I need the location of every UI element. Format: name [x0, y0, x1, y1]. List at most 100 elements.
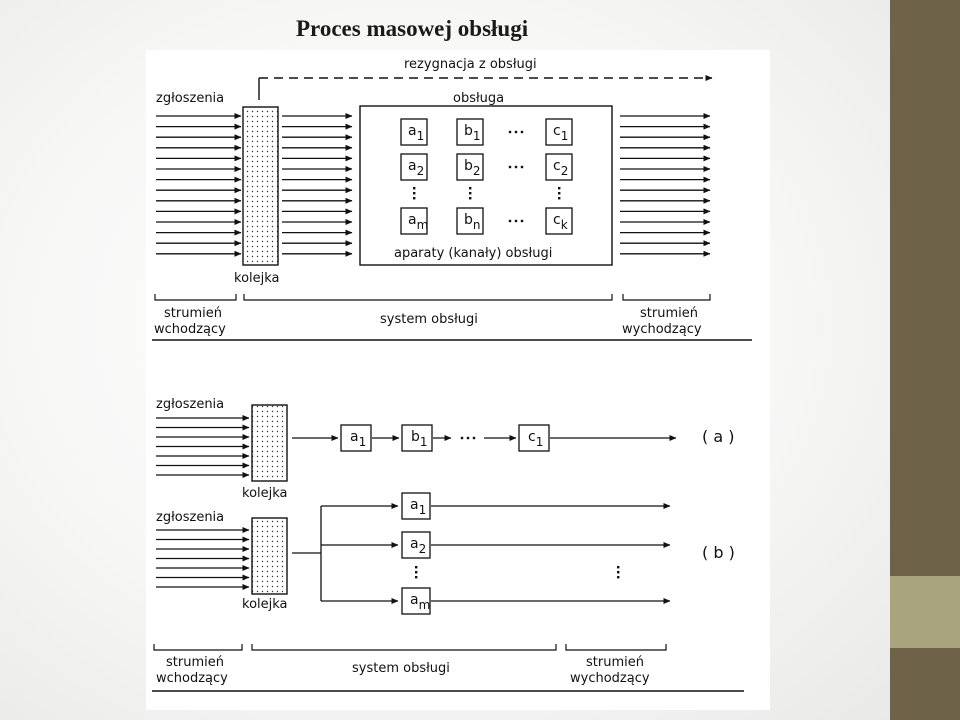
parallel-channel-box: am	[401, 587, 431, 615]
channel-letter: c	[528, 429, 536, 445]
abandon-path: rezygnacja z obsługi	[258, 57, 713, 100]
channel-letter: c	[553, 123, 561, 139]
svg-text:a1: a1	[350, 429, 366, 449]
channel-subscript: 1	[536, 435, 544, 449]
tag-b: ( b )	[702, 543, 735, 562]
svg-text:c1: c1	[528, 429, 543, 449]
row-ellipsis	[508, 130, 524, 134]
channel-box: b1	[456, 118, 484, 146]
channel-letter: a	[408, 212, 417, 228]
svg-text:am: am	[408, 212, 428, 232]
incoming-arrows-a	[156, 415, 250, 478]
queue-box-a	[251, 404, 288, 482]
channel-letter: c	[553, 212, 561, 228]
channel-letter: b	[464, 123, 473, 139]
queue-label: kolejka	[234, 271, 280, 286]
stream-in-label-2-b: wchodzący	[156, 671, 228, 686]
stream-out-label-1-b: strumień	[586, 655, 644, 670]
row-ellipsis	[508, 165, 524, 169]
svg-text:a2: a2	[408, 158, 424, 178]
channel-subscript: m	[417, 218, 429, 232]
requests-label: zgłoszenia	[156, 91, 224, 106]
channel-subscript: 2	[417, 164, 425, 178]
svg-text:bn: bn	[464, 212, 481, 232]
queue-box	[242, 106, 279, 266]
system-label-b: system obsługi	[352, 661, 450, 676]
outgoing-arrows	[620, 113, 711, 257]
stream-in-label-2: wchodzący	[154, 322, 226, 337]
channel-letter: b	[464, 158, 473, 174]
column-ellipsis	[413, 187, 416, 200]
column-ellipsis	[558, 187, 561, 200]
requests-label-a: zgłoszenia	[156, 397, 224, 412]
svg-text:a1: a1	[410, 497, 426, 517]
queue-label-b: kolejka	[242, 597, 288, 612]
queue-box-b	[251, 517, 288, 595]
channel-letter: a	[350, 429, 359, 445]
svg-text:b1: b1	[464, 123, 481, 143]
parallel-channel-box: a2	[401, 531, 431, 559]
svg-text:ck: ck	[553, 212, 568, 232]
svg-text:am: am	[410, 592, 430, 612]
channel-box: c1	[545, 118, 573, 146]
channel-letter: b	[464, 212, 473, 228]
channel-box: a2	[400, 153, 428, 181]
svg-text:a2: a2	[410, 536, 426, 556]
output-ellipsis	[617, 566, 620, 579]
channel-subscript: 1	[419, 503, 427, 517]
channel-box: bn	[456, 207, 484, 235]
channel-subscript: 2	[561, 164, 569, 178]
channel-box: c2	[545, 153, 573, 181]
channel-subscript: 2	[473, 164, 481, 178]
channels-label: aparaty (kanały) obsługi	[394, 246, 552, 261]
channel-subscript: 1	[561, 129, 569, 143]
channel-letter: a	[410, 536, 419, 552]
channel-box: ck	[545, 207, 573, 235]
channel-letter: a	[408, 158, 417, 174]
channel-letter: a	[410, 497, 419, 513]
stream-in-label-1: strumień	[164, 306, 222, 321]
queue-to-service-arrows	[282, 113, 353, 257]
bottom-section-braces	[153, 644, 667, 651]
system-label: system obsługi	[380, 312, 478, 327]
svg-text:c1: c1	[553, 123, 568, 143]
incoming-request-arrows	[156, 113, 242, 257]
queueing-diagram-svg: rezygnacja z obsługi zgłoszenia kolejka …	[152, 57, 752, 692]
svg-text:b1: b1	[411, 429, 428, 449]
channel-subscript: n	[473, 218, 481, 232]
channel-box: am	[400, 207, 428, 235]
service-label: obsługa	[453, 91, 504, 106]
channel-letter: b	[411, 429, 420, 445]
abandon-label: rezygnacja z obsługi	[404, 57, 537, 72]
row-ellipsis	[508, 219, 524, 223]
side-band-light	[890, 576, 960, 648]
channel-subscript: 1	[417, 129, 425, 143]
svg-text:b2: b2	[464, 158, 481, 178]
series-channel-box: a1	[340, 424, 372, 452]
channel-letter: c	[553, 158, 561, 174]
channel-subscript: 1	[473, 129, 481, 143]
requests-label-b: zgłoszenia	[156, 510, 224, 525]
channel-subscript: 1	[420, 435, 428, 449]
side-band-dark	[890, 0, 960, 576]
series-channel-box: c1	[518, 424, 550, 452]
parallel-channel-box: a1	[401, 492, 431, 520]
top-diagram: rezygnacja z obsługi zgłoszenia kolejka …	[152, 57, 752, 341]
service-block	[359, 105, 613, 266]
slide-title: Proces masowej obsługi	[296, 16, 529, 41]
channel-letter: a	[410, 592, 419, 608]
channel-box: a1	[400, 118, 428, 146]
channel-subscript: m	[419, 598, 431, 612]
stream-out-label-2: wychodzący	[622, 322, 702, 337]
column-ellipsis	[469, 187, 472, 200]
svg-text:a1: a1	[408, 123, 424, 143]
incoming-arrows-b	[156, 527, 250, 590]
top-section-braces	[154, 294, 711, 301]
tag-a: ( a )	[702, 427, 734, 446]
queueing-diagram-image: rezygnacja z obsługi zgłoszenia kolejka …	[146, 50, 770, 710]
svg-text:c2: c2	[553, 158, 568, 178]
stream-out-label-1: strumień	[640, 306, 698, 321]
